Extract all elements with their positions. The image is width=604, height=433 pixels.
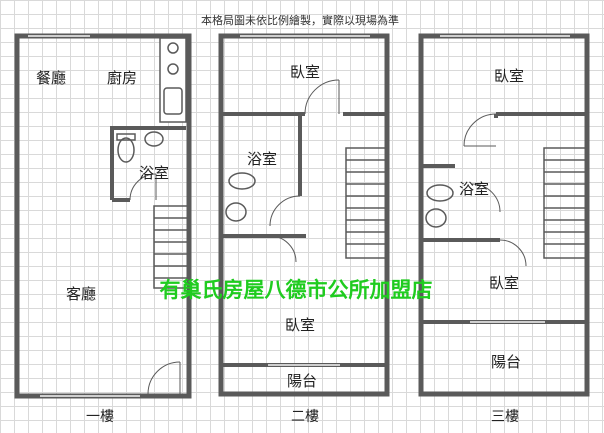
room-label-living: 客廳 <box>66 285 96 303</box>
room-label-bathroom-3f: 浴室 <box>459 180 489 198</box>
room-label-balcony-2f: 陽台 <box>287 372 317 390</box>
room-label-bedroom-2f-bottom: 臥室 <box>285 316 315 334</box>
floor-label-3f: 三樓 <box>491 409 519 425</box>
floor-3-plan <box>418 33 590 397</box>
room-label-balcony-3f: 陽台 <box>491 353 521 371</box>
room-label-kitchen: 廚房 <box>107 69 137 87</box>
room-label-bedroom-3f-bottom: 臥室 <box>489 274 519 292</box>
room-label-bedroom-2f-top: 臥室 <box>290 63 320 81</box>
room-label-dining: 餐廳 <box>36 69 66 87</box>
floor-2-plan <box>218 33 390 397</box>
floor-label-1f: 一樓 <box>86 409 114 425</box>
room-label-bathroom-1f: 浴室 <box>139 164 169 182</box>
agency-watermark: 有巢氏房屋八德市公所加盟店 <box>160 278 433 302</box>
floor-label-2f: 二樓 <box>291 409 319 425</box>
room-label-bedroom-3f-top: 臥室 <box>494 67 524 85</box>
floor-1-plan <box>14 33 192 399</box>
disclaimer-note: 本格局圖未依比例繪製，實際以現場為準 <box>201 13 399 27</box>
room-label-bathroom-2f: 浴室 <box>247 150 277 168</box>
